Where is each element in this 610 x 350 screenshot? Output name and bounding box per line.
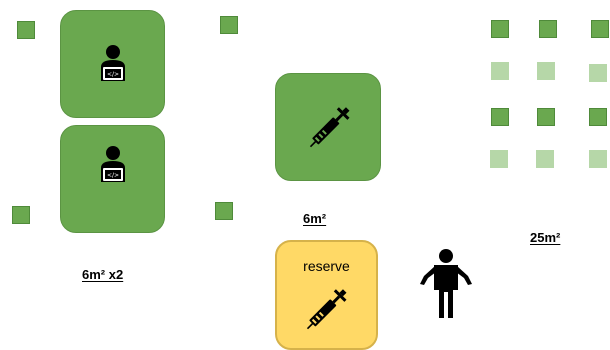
- seat-square: [17, 21, 35, 39]
- developer-laptop-icon: </>: [101, 45, 125, 81]
- person-icon: [420, 249, 472, 318]
- seat-square: [591, 20, 609, 38]
- seat-square-light: [589, 64, 607, 82]
- seat-square-light: [490, 150, 508, 168]
- syringe-icon: [309, 107, 350, 148]
- reserve-room[interactable]: reserve: [275, 240, 378, 350]
- seat-square: [539, 20, 557, 38]
- syringe-icon: [306, 289, 347, 330]
- seat-square-light: [537, 62, 555, 80]
- seat-square: [491, 20, 509, 38]
- waiting-area-label: 25m²: [530, 230, 561, 245]
- seat-square: [12, 206, 30, 224]
- seat-square-light: [536, 150, 554, 168]
- vaccine-room[interactable]: [275, 73, 381, 181]
- svg-text:</>: </>: [107, 172, 119, 179]
- seat-square: [215, 202, 233, 220]
- seat-square-light: [491, 62, 509, 80]
- room-pair-area-label: 6m² x2: [82, 267, 124, 282]
- seat-square: [589, 108, 607, 126]
- developer-room-2[interactable]: </>: [60, 125, 165, 233]
- developer-laptop-icon: </>: [101, 146, 125, 182]
- developer-room-1[interactable]: </>: [60, 10, 165, 118]
- vaccine-room-area-label: 6m²: [303, 211, 327, 226]
- reserve-label: reserve: [303, 258, 350, 274]
- seat-square-light: [589, 150, 607, 168]
- svg-text:</>: </>: [107, 71, 119, 78]
- seat-square: [220, 16, 238, 34]
- seat-square: [491, 108, 509, 126]
- seat-square: [537, 108, 555, 126]
